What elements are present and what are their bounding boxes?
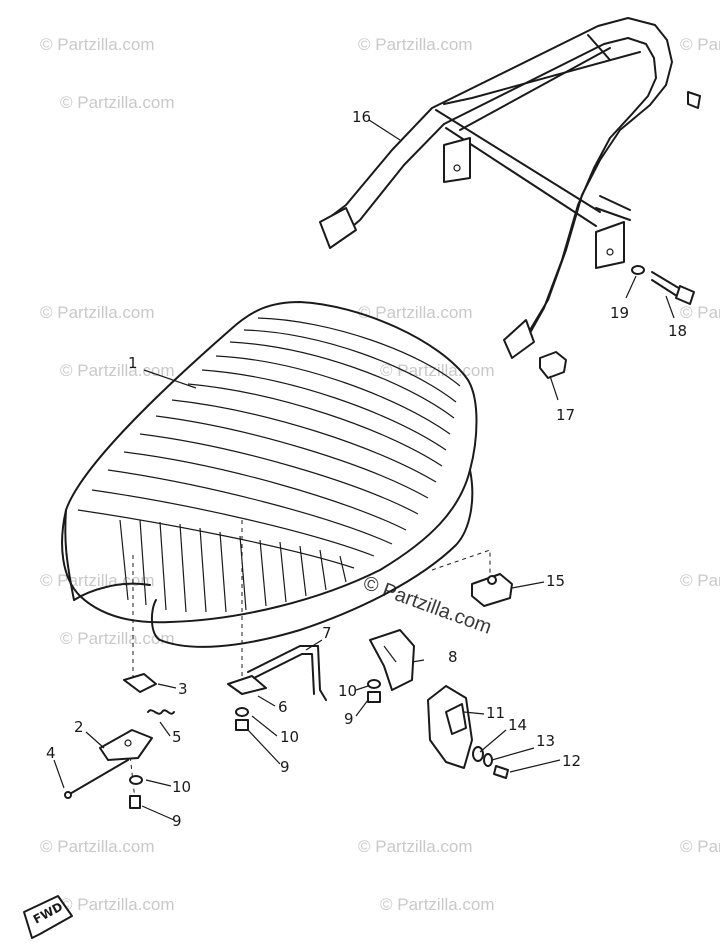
screw bbox=[493, 765, 509, 779]
watermark-text: © Partzilla.com bbox=[680, 303, 720, 322]
callout-7: 7 bbox=[322, 624, 332, 642]
screw bbox=[367, 691, 381, 703]
callout-19: 19 bbox=[610, 304, 629, 322]
grab-bar bbox=[319, 17, 701, 359]
callout-9: 9 bbox=[344, 710, 354, 728]
watermark-text: © Partzilla.com bbox=[680, 35, 720, 54]
watermark-text: © Partzilla.com bbox=[380, 361, 495, 380]
callout-5: 5 bbox=[172, 728, 182, 746]
callout-4: 4 bbox=[46, 744, 56, 762]
callout-12: 12 bbox=[562, 752, 581, 770]
watermark-text: © Partzilla.com bbox=[358, 35, 473, 54]
callout-8: 8 bbox=[448, 648, 458, 666]
watermark-text: © Partzilla.com bbox=[358, 837, 473, 856]
watermark-text: © Partzilla.com bbox=[60, 629, 175, 648]
spring bbox=[147, 709, 175, 715]
watermark-text: © Partzilla.com bbox=[40, 837, 155, 856]
callout-2: 2 bbox=[74, 718, 84, 736]
washer bbox=[367, 679, 381, 689]
washer bbox=[129, 775, 143, 785]
callout-9: 9 bbox=[172, 812, 182, 830]
watermark-text: © Partzilla.com bbox=[40, 571, 155, 590]
callout-18: 18 bbox=[668, 322, 687, 340]
callout-11: 11 bbox=[486, 704, 505, 722]
watermarks: © Partzilla.com © Partzilla.com © Partzi… bbox=[40, 35, 720, 914]
damper bbox=[471, 573, 513, 607]
watermark-text: © Partzilla.com bbox=[60, 361, 175, 380]
seat bbox=[61, 301, 478, 648]
nut bbox=[539, 351, 567, 379]
hinge-pin bbox=[67, 759, 129, 796]
callout-10: 10 bbox=[280, 728, 299, 746]
callout-14: 14 bbox=[508, 716, 527, 734]
callout-6: 6 bbox=[278, 698, 288, 716]
washer bbox=[472, 746, 484, 762]
watermark-center: © Partzilla.com bbox=[360, 572, 494, 639]
watermark-text: © Partzilla.com bbox=[380, 895, 495, 914]
watermark-text: © Partzilla.com bbox=[60, 895, 175, 914]
leader-lines bbox=[53, 119, 675, 821]
callout-1: 1 bbox=[128, 354, 138, 372]
screw bbox=[235, 719, 249, 731]
seat-clip-left bbox=[123, 673, 157, 693]
watermark-text: © Partzilla.com bbox=[680, 571, 720, 590]
washer bbox=[235, 707, 249, 717]
assembly-line bbox=[431, 549, 491, 575]
seat-lock-rod bbox=[247, 645, 327, 701]
washer bbox=[483, 753, 493, 767]
callout-9: 9 bbox=[280, 758, 290, 776]
watermark-text: © Partzilla.com bbox=[40, 303, 155, 322]
watermark-text: © Partzilla.com bbox=[40, 35, 155, 54]
watermark-text: © Partzilla.com bbox=[60, 93, 175, 112]
washer bbox=[631, 265, 645, 275]
lock-bracket bbox=[369, 629, 415, 691]
callout-13: 13 bbox=[536, 732, 555, 750]
screw bbox=[129, 795, 141, 809]
callout-16: 16 bbox=[352, 108, 371, 126]
callout-3: 3 bbox=[178, 680, 188, 698]
callout-17: 17 bbox=[556, 406, 575, 424]
callout-10: 10 bbox=[172, 778, 191, 796]
watermark-text: © Partzilla.com bbox=[680, 837, 720, 856]
callout-10: 10 bbox=[338, 682, 357, 700]
bolt bbox=[651, 271, 695, 305]
callout-15: 15 bbox=[546, 572, 565, 590]
watermark-text: © Partzilla.com bbox=[358, 303, 473, 322]
seat-clip-center bbox=[227, 675, 267, 695]
